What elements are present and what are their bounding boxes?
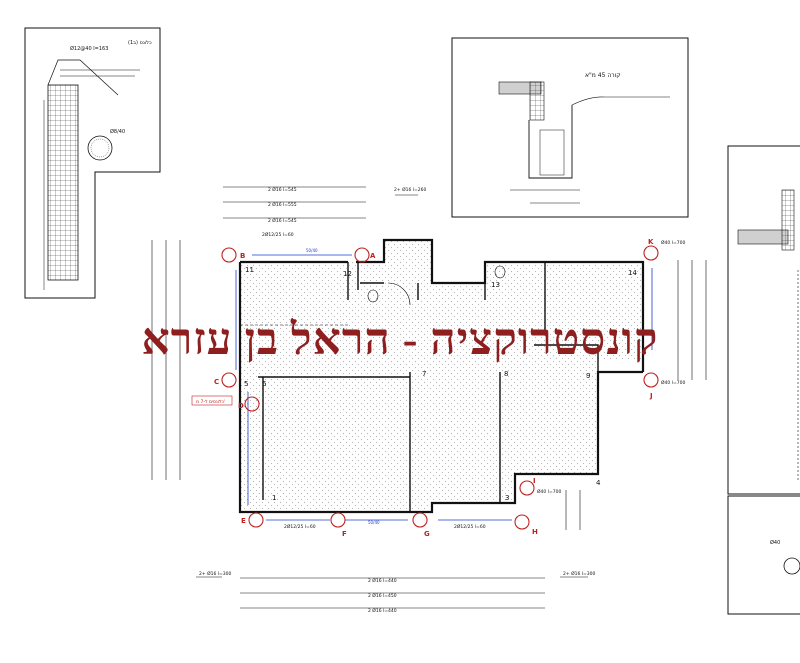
beam-detail-title: קורה 45 מ"א — [585, 72, 621, 79]
beam-detail-panel: קורה 45 מ"א — [451, 37, 689, 218]
pile-rebar-label: Ø8/40 — [110, 128, 125, 135]
marker-note: כלונסים ל-7 מ' — [196, 399, 225, 405]
beam-ref-bottom-right: 2Ø12/25 l=60 — [454, 523, 486, 530]
marker-k: K — [648, 238, 654, 246]
room-4: 4 — [596, 479, 601, 487]
side-dimensions — [151, 240, 707, 530]
marker-i: I — [533, 477, 536, 485]
marker-circle-e — [248, 512, 264, 528]
pile-section-circle — [87, 135, 113, 161]
room-7: 7 — [422, 370, 426, 378]
beam-size-bottom: 50/40 — [368, 520, 380, 525]
beam-ref-bottom-left: 2Ø12/25 l=60 — [284, 523, 316, 530]
floor-plan: 11 12 13 14 5 6 7 8 9 4 3 1 50/40 50/40 … — [191, 231, 653, 530]
marker-a: A — [370, 252, 376, 260]
room-8: 8 — [504, 370, 508, 378]
watermark: קונסטרוקציה - הראל בן עזרא — [141, 315, 659, 364]
marker-c: C — [214, 378, 219, 386]
marker-circle-a — [354, 247, 370, 263]
marker-d: D — [238, 402, 244, 410]
dim-bottom-right: 2+ Ø16 l=300 — [563, 570, 596, 577]
pile-size-labels: Ø40 l=700 Ø40 l=700 Ø40 l=700 — [537, 239, 685, 495]
beam-size-top: 50/40 — [306, 248, 318, 253]
marker-h: H — [532, 528, 538, 536]
pile-detail-title: (ב1) כלונס — [128, 40, 152, 46]
marker-circle-i — [519, 480, 535, 496]
room-11: 12 — [343, 270, 352, 278]
dim-bottom-3: 2 Ø16 l=440 — [368, 607, 397, 614]
pile-cage — [47, 84, 79, 281]
dim-top-short: 2+ Ø16 l=260 — [394, 186, 427, 193]
pile-bar-label: Ø12@40 l=163 — [70, 45, 108, 52]
room-6: 6 — [262, 380, 267, 388]
top-dimensions — [223, 186, 418, 219]
marker-circle-d — [244, 396, 260, 412]
right-detail-panel: Ø40 — [727, 145, 800, 615]
pile-detail-panel: (ב1) כלונס Ø12@40 l=163 Ø8/40 — [24, 27, 161, 299]
room-13: 14 — [628, 269, 637, 277]
marker-circle-h — [514, 514, 530, 530]
marker-circle-c — [221, 372, 237, 388]
marker-b: B — [240, 252, 245, 260]
bottom-dimensions — [196, 576, 588, 609]
room-3: 3 — [505, 494, 509, 502]
pile-size-i: Ø40 l=700 — [537, 488, 561, 495]
plan-outer-wall — [238, 238, 645, 514]
room-9: 9 — [586, 372, 590, 380]
dim-top-2: 2 Ø16 l=555 — [268, 201, 297, 208]
plan-floor-area — [240, 262, 643, 512]
room-10: 11 — [245, 266, 254, 274]
right-pile-circle — [783, 557, 800, 575]
marker-circle-g — [412, 512, 428, 528]
dim-bottom-2: 2 Ø16 l=450 — [368, 592, 397, 599]
dim-top-3: 2 Ø16 l=545 — [268, 217, 297, 224]
marker-e: E — [241, 517, 246, 525]
room-12: 13 — [491, 281, 500, 289]
marker-g: G — [424, 530, 430, 538]
pile-size-k: Ø40 l=700 — [661, 239, 685, 246]
marker-j: J — [649, 392, 653, 400]
right-pile-tag: Ø40 — [770, 539, 780, 546]
marker-circle-k — [643, 245, 659, 261]
beam-ref-top: 2Ø12/25 l=60 — [262, 231, 294, 238]
grid-markers — [221, 245, 659, 530]
marker-circle-f — [330, 512, 346, 528]
marker-note-box — [191, 395, 233, 406]
dim-top-1: 2 Ø16 l=545 — [268, 186, 297, 193]
marker-f: F — [342, 530, 347, 538]
pile-size-j: Ø40 l=700 — [661, 379, 685, 386]
marker-circle-b — [221, 247, 237, 263]
dim-bottom-1: 2 Ø16 l=440 — [368, 577, 397, 584]
room-1: 1 — [272, 494, 276, 502]
dim-bottom-left: 2+ Ø16 l=300 — [199, 570, 232, 577]
room-5: 5 — [244, 380, 248, 388]
marker-circle-j — [643, 372, 659, 388]
grid-marker-letters: A B C D E F G H I J K — [214, 238, 654, 538]
